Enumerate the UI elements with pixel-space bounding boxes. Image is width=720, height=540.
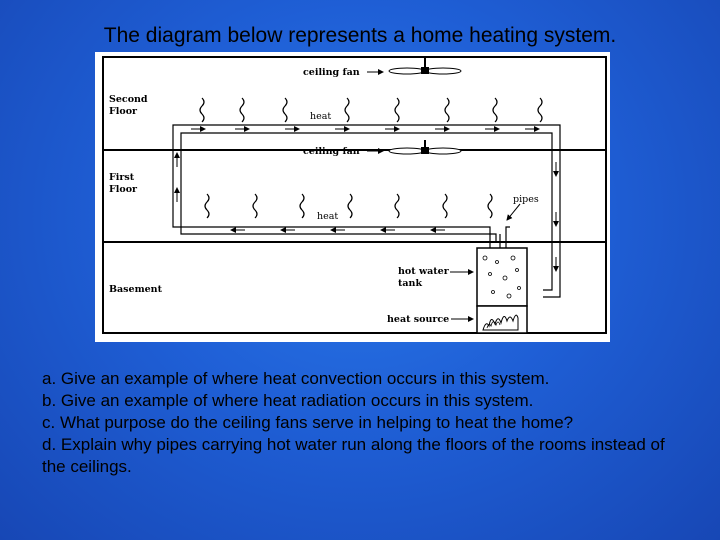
hot-water-tank-label-1: hot water — [398, 266, 450, 277]
heat-label-second-floor: heat — [310, 111, 331, 122]
floor-label-basement: Basement — [109, 284, 163, 295]
heat-waves-first-floor — [204, 193, 493, 219]
question-c: c. What purpose do the ceiling fans serv… — [42, 413, 574, 432]
ceiling-fan-label-bottom: ceiling fan — [303, 146, 360, 157]
questions-list: a. Give an example of where heat convect… — [42, 368, 692, 478]
question-a: a. Give an example of where heat convect… — [42, 369, 550, 388]
ceiling-fan-label-top: ceiling fan — [303, 67, 360, 78]
ceiling-fan-icon — [388, 58, 462, 75]
hot-water-tank — [476, 247, 528, 307]
heating-system-diagram: Second Floor First Floor Basement ceilin… — [95, 52, 610, 342]
floor-label-first-2: Floor — [109, 184, 138, 195]
floor-label-first-1: First — [109, 172, 135, 183]
floor-label-second-1: Second — [109, 94, 148, 105]
heat-label-first-floor: heat — [317, 211, 338, 222]
ceiling-fan-icon — [388, 140, 462, 155]
question-d: d. Explain why pipes carrying hot water … — [42, 435, 665, 476]
question-b: b. Give an example of where heat radiati… — [42, 391, 534, 410]
pipe-flow-arrows — [174, 126, 559, 272]
hot-water-pipes — [172, 124, 561, 298]
heat-waves-second-floor — [199, 97, 543, 123]
heat-source-label: heat source — [387, 314, 449, 325]
pipes-label: pipes — [513, 194, 539, 205]
floor-label-second-2: Floor — [109, 106, 138, 117]
heat-source-flame-icon — [476, 305, 528, 334]
house-outline — [102, 56, 607, 334]
hot-water-tank-label-2: tank — [398, 278, 422, 289]
page-title: The diagram below represents a home heat… — [103, 24, 617, 47]
